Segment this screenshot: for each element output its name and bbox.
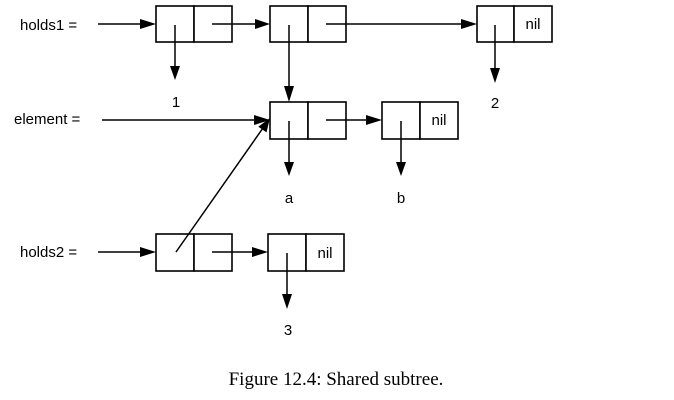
nil-label: nil — [317, 245, 332, 262]
arrow-holds2 — [98, 247, 156, 257]
atom-3: 3 — [284, 322, 292, 339]
arrow-cdr-holds2-1 — [212, 247, 268, 257]
arrow-car-holds2-1-shared — [175, 118, 270, 253]
arrow-car-holds2-2 — [282, 253, 292, 309]
arrow-cdr-holds1-2 — [326, 19, 477, 29]
arrow-car-holds1-2 — [284, 25, 294, 102]
arrow-car-element-1 — [284, 121, 294, 176]
atom-a: a — [285, 190, 294, 207]
atom-1: 1 — [172, 94, 180, 111]
cons-cell-element-2: nil — [381, 101, 459, 140]
arrow-cdr-element-1 — [326, 115, 382, 125]
arrow-holds1 — [98, 19, 156, 29]
arrow-cdr-holds1-1 — [212, 19, 270, 29]
figure-caption: Figure 12.4: Shared subtree. — [229, 369, 444, 390]
cons-cell-holds1-1 — [155, 5, 233, 43]
label-holds2: holds2 = — [20, 244, 77, 261]
label-holds1: holds1 = — [20, 17, 77, 34]
arrow-car-holds1-3 — [490, 25, 500, 83]
cons-cell-holds2-1 — [155, 233, 233, 272]
cons-cell-holds2-2: nil — [267, 233, 345, 272]
arrow-element — [102, 115, 270, 125]
arrow-car-element-2 — [396, 121, 406, 176]
nil-label: nil — [525, 16, 540, 33]
arrow-car-holds1-1 — [170, 25, 180, 80]
nil-label: nil — [431, 112, 446, 129]
cons-cell-holds1-3: nil — [476, 5, 553, 43]
label-element: element = — [14, 111, 81, 128]
atom-2: 2 — [491, 95, 499, 112]
atom-b: b — [397, 190, 405, 207]
cons-cell-holds1-2 — [269, 5, 347, 43]
